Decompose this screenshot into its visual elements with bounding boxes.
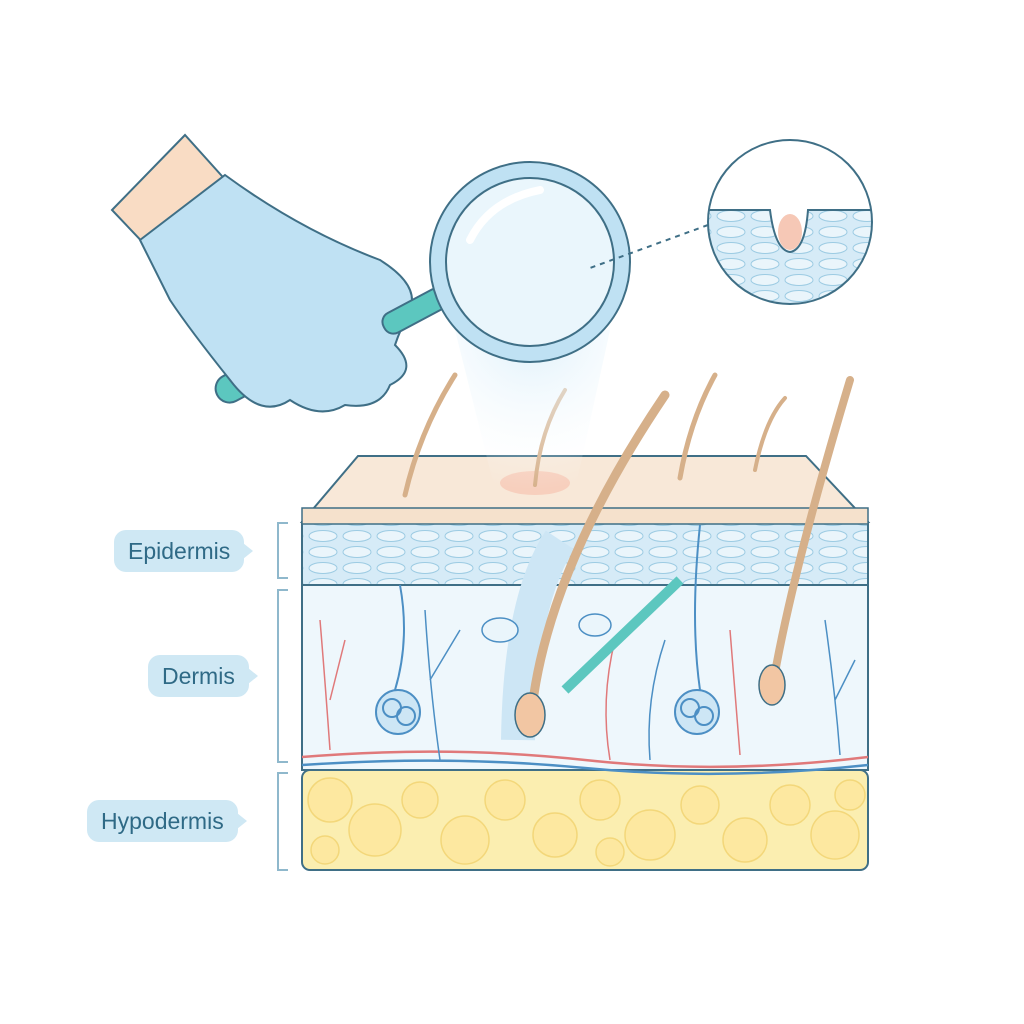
arrector-muscle — [561, 576, 684, 694]
lens — [445, 177, 615, 347]
magnified-inset — [707, 139, 873, 305]
glove — [138, 173, 413, 413]
callout-line — [589, 224, 709, 269]
artery — [301, 750, 869, 769]
epidermis-label: Epidermis — [114, 530, 254, 572]
magnifying-glass — [429, 161, 631, 363]
skin-block — [299, 372, 871, 871]
dermis-label: Dermis — [148, 655, 258, 697]
fat-cells — [307, 777, 866, 867]
sweat-glands — [375, 524, 720, 735]
layer-brackets — [277, 522, 288, 871]
magnifier-beam — [455, 330, 610, 490]
hypodermis-label: Hypodermis — [87, 800, 247, 842]
hair — [525, 390, 670, 735]
sebaceous-gland — [481, 617, 519, 643]
vein — [301, 759, 869, 776]
capillaries — [319, 609, 856, 761]
gloved-hand — [110, 133, 449, 413]
